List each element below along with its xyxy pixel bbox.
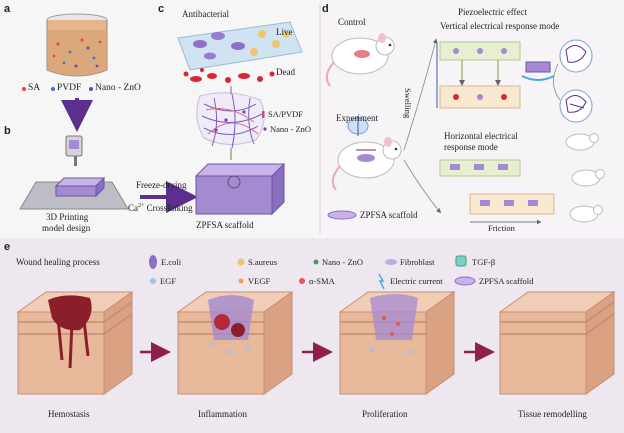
printer-icon	[19, 135, 129, 210]
experiment-label: Experiment	[336, 113, 378, 123]
scaffold-legend-icon	[327, 210, 357, 220]
control-mouse	[325, 33, 395, 87]
bacteria-layer	[177, 21, 303, 71]
sa-dot	[22, 87, 26, 91]
legend-saureus: S.aureus	[248, 257, 278, 267]
panel-label-e: e	[4, 241, 11, 253]
horizontal-mode-diagram	[439, 159, 555, 225]
piezo-detail	[521, 39, 593, 123]
d-scaffold-label: ZPFSA scaffold	[360, 210, 418, 220]
legend-pvdf: PVDF	[57, 83, 82, 93]
legend-tgf-beta: TGF-β	[472, 257, 496, 267]
panel-label-c: c	[158, 3, 165, 15]
freeze-drying-label: Freeze-drying	[136, 180, 187, 190]
legend-e-scaffold: ZPFSA scaffold	[479, 276, 534, 286]
experiment-mouse	[331, 116, 402, 191]
legend-e-nano-zno: Nano - ZnO	[322, 257, 364, 267]
live-label: Live	[276, 27, 293, 37]
legend-electric-current: Electric current	[390, 276, 443, 286]
legend-fibroblast: Fibroblast	[400, 257, 435, 267]
scaffold-label: ZPFSA scaffold	[196, 220, 254, 230]
wound-legend-icons	[149, 255, 476, 290]
stage-hemostasis: Hemostasis	[48, 409, 90, 419]
stage-proliferation: Proliferation	[362, 409, 408, 419]
horizontal-mode-label-line1: Horizontal electrical	[444, 131, 518, 141]
healed-mice	[565, 133, 605, 223]
dead-bacteria	[183, 68, 275, 83]
printing-label-line1: 3D Printing	[46, 212, 89, 222]
legend-ecoli: E.coli	[161, 257, 182, 267]
panel-label-a: a	[4, 3, 11, 15]
panel-label-b: b	[4, 125, 11, 137]
friction-label: Friction	[488, 223, 515, 233]
sa-pvdf-label: SA/PVDF	[268, 109, 303, 119]
skin-proliferation	[338, 291, 456, 395]
vertical-mode-label: Vertical electrical response mode	[440, 21, 560, 31]
nano-zno-label: Nano - ZnO	[270, 124, 312, 134]
sa-pvdf-marker	[262, 111, 265, 118]
horizontal-mode-label-line2: response mode	[444, 142, 498, 152]
wound-title: Wound healing process	[16, 257, 100, 267]
swelling-label: Swelling	[403, 88, 413, 119]
control-label: Control	[338, 17, 366, 27]
skin-inflammation	[176, 291, 294, 395]
legend-alpha-sma: α-SMA	[309, 276, 335, 286]
skin-hemostasis	[16, 291, 134, 395]
legend-sa: SA	[28, 83, 41, 93]
antibacterial-label: Antibacterial	[182, 9, 229, 19]
pvdf-dot	[51, 87, 55, 91]
legend-vegf: VEGF	[248, 276, 271, 286]
zno-dot	[89, 87, 93, 91]
legend-egf: EGF	[160, 276, 177, 286]
crosslinking-label: Ca2+ Crosslinking	[128, 203, 193, 213]
zno-marker	[263, 127, 267, 131]
stage-inflammation: Inflammation	[198, 409, 247, 419]
legend-nano-zno: Nano - ZnO	[95, 83, 141, 93]
piezo-label: Piezoelectric effect	[458, 7, 528, 17]
stage-tissue-remodelling: Tissue remodelling	[518, 409, 587, 419]
panel-label-d: d	[322, 3, 329, 15]
skin-remodelling	[498, 291, 616, 395]
fiber-network	[196, 92, 265, 149]
vertical-mode-diagram	[436, 41, 521, 109]
printing-label-line2: model design	[42, 223, 91, 233]
dead-label: Dead	[276, 67, 295, 77]
scaffold-block	[194, 162, 286, 216]
beaker-icon	[46, 13, 108, 77]
